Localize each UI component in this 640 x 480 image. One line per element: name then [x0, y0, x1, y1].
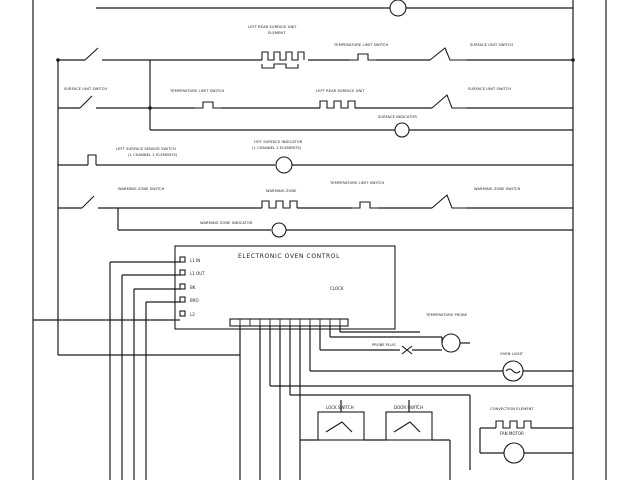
eoc-pin-l1in: L1 IN [190, 258, 200, 263]
surface-indicator-label: SURFACE INDICATOR [378, 115, 417, 119]
door-switches: LOCK SWITCH DOOR SWITCH [300, 400, 451, 480]
surface-switch-icon [429, 47, 466, 61]
temperature-probe-circuit: TEMPERATURE PROBE PROBE PLUG [319, 313, 470, 355]
lf-rear-element-label: LEFT REAR SURFACE UNIT [248, 25, 297, 29]
limit-switch-icon [195, 101, 221, 109]
warming-zone-indicator-lamp-icon [271, 222, 287, 238]
lock-switch-label: LOCK SWITCH [326, 405, 354, 410]
hot-surface-sub: (1 CHANNEL 2 ELEMENTS) [252, 146, 302, 150]
lf-surface-sensor-sub: (1 CHANNEL 2 ELEMENTS) [128, 153, 178, 157]
heating-element-lower-icon [261, 63, 299, 69]
probe-plug-icon [401, 345, 413, 355]
warming-zone-label: WARMING ZONE [266, 189, 297, 193]
top-indicator-lamp-icon [389, 0, 407, 17]
door-switch-contact-icon [393, 421, 421, 433]
eoc-pin-l2: L2 [190, 312, 195, 317]
oven-light-label: OVEN LIGHT [500, 352, 524, 356]
fan-motor-icon [503, 442, 525, 464]
eoc-connector-strip [229, 318, 349, 327]
surface-unit-switch-label: SURFACE UNIT SWITCH [470, 43, 513, 47]
temp-probe-label: TEMPERATURE PROBE [425, 313, 468, 317]
temp-limit-switch-2-label: TEMPERATURE LIMIT SWITCH [169, 89, 225, 93]
surface-switch-icon [431, 94, 466, 109]
heating-element-icon [261, 51, 305, 61]
convection-element-label: CONVECTION ELEMENT [490, 407, 534, 411]
door-switch-box [385, 411, 433, 441]
lock-switch-contact-icon [325, 421, 353, 433]
oven-light-circuit: OVEN LIGHT [309, 326, 573, 382]
surface-indicator-lamp-icon [394, 122, 410, 138]
temp-limit-switch-3-label: TEMPERATURE LIMIT SWITCH [329, 181, 385, 185]
limit-switch-icon [352, 201, 378, 209]
eoc-pin-bro: BRO [190, 298, 199, 303]
eoc-clock-code: CLOCK [330, 286, 344, 291]
convection-circuit: CONVECTION ELEMENT FAN MOTOR [479, 407, 573, 464]
switch-icon [79, 95, 93, 109]
lf-surface-sensor-label: LEFT SURFACE SENSOR SWITCH [116, 147, 176, 151]
eoc-box [174, 245, 396, 330]
eoc-title: ELECTRONIC OVEN CONTROL [238, 253, 340, 260]
lf-rear-element-sub: ELEMENT [268, 31, 286, 35]
hot-surface-indicator-label: HOT SURFACE INDICATOR [254, 140, 303, 144]
heating-element-icon [319, 100, 356, 109]
temp-limit-switch-1-label: TEMPERATURE LIMIT SWITCH [333, 43, 389, 47]
eoc-bottom-wiring [259, 326, 573, 480]
sensor-switch-icon [87, 154, 97, 165]
row-hot-surface: LEFT SURFACE SENSOR SWITCH (1 CHANNEL 2 … [58, 140, 573, 174]
row-surface-indicator: SURFACE UNIT SWITCH TEMPERATURE LIMIT SW… [58, 60, 573, 138]
warming-zone-element-icon [261, 200, 298, 209]
convection-element-icon [495, 420, 532, 429]
lock-switch-box [317, 411, 365, 441]
fan-motor-label: FAN MOTOR [500, 431, 524, 436]
probe-plug-label: PROBE PLUG [372, 343, 396, 347]
eoc-pin-l1out: L1 OUT [190, 271, 205, 276]
warming-switch-icon [431, 194, 466, 209]
lf-rear-element-2-label: LEFT REAR SURFACE UNIT [316, 89, 365, 93]
temperature-probe-icon [441, 333, 461, 353]
switch-icon [84, 47, 99, 61]
electronic-oven-control: ELECTRONIC OVEN CONTROL L1 IN L1 OUT BK … [174, 245, 396, 330]
row-warming-zone: WARMING ZONE SWITCH WARMING ZONE TEMPERA… [58, 181, 573, 238]
warming-zone-switch-1-label: WARMING ZONE SWITCH [118, 187, 165, 191]
limit-switch-icon [350, 53, 376, 61]
row-left-rear-surface: LEFT REAR SURFACE UNIT ELEMENT TEMPERATU… [56, 25, 575, 69]
warming-zone-indicator-label: WARMING ZONE INDICATOR [200, 221, 253, 225]
surface-unit-switch-2-label: SURFACE UNIT SWITCH [64, 87, 107, 91]
switch-icon [81, 195, 95, 209]
eoc-left-wiring [33, 261, 241, 480]
eoc-pin-bk: BK [190, 285, 196, 290]
surface-unit-switch-3-label: SURFACE UNIT SWITCH [468, 87, 511, 91]
warming-zone-switch-2-label: WARMING ZONE SWITCH [474, 187, 521, 191]
hot-surface-indicator-lamp-icon [275, 156, 293, 174]
